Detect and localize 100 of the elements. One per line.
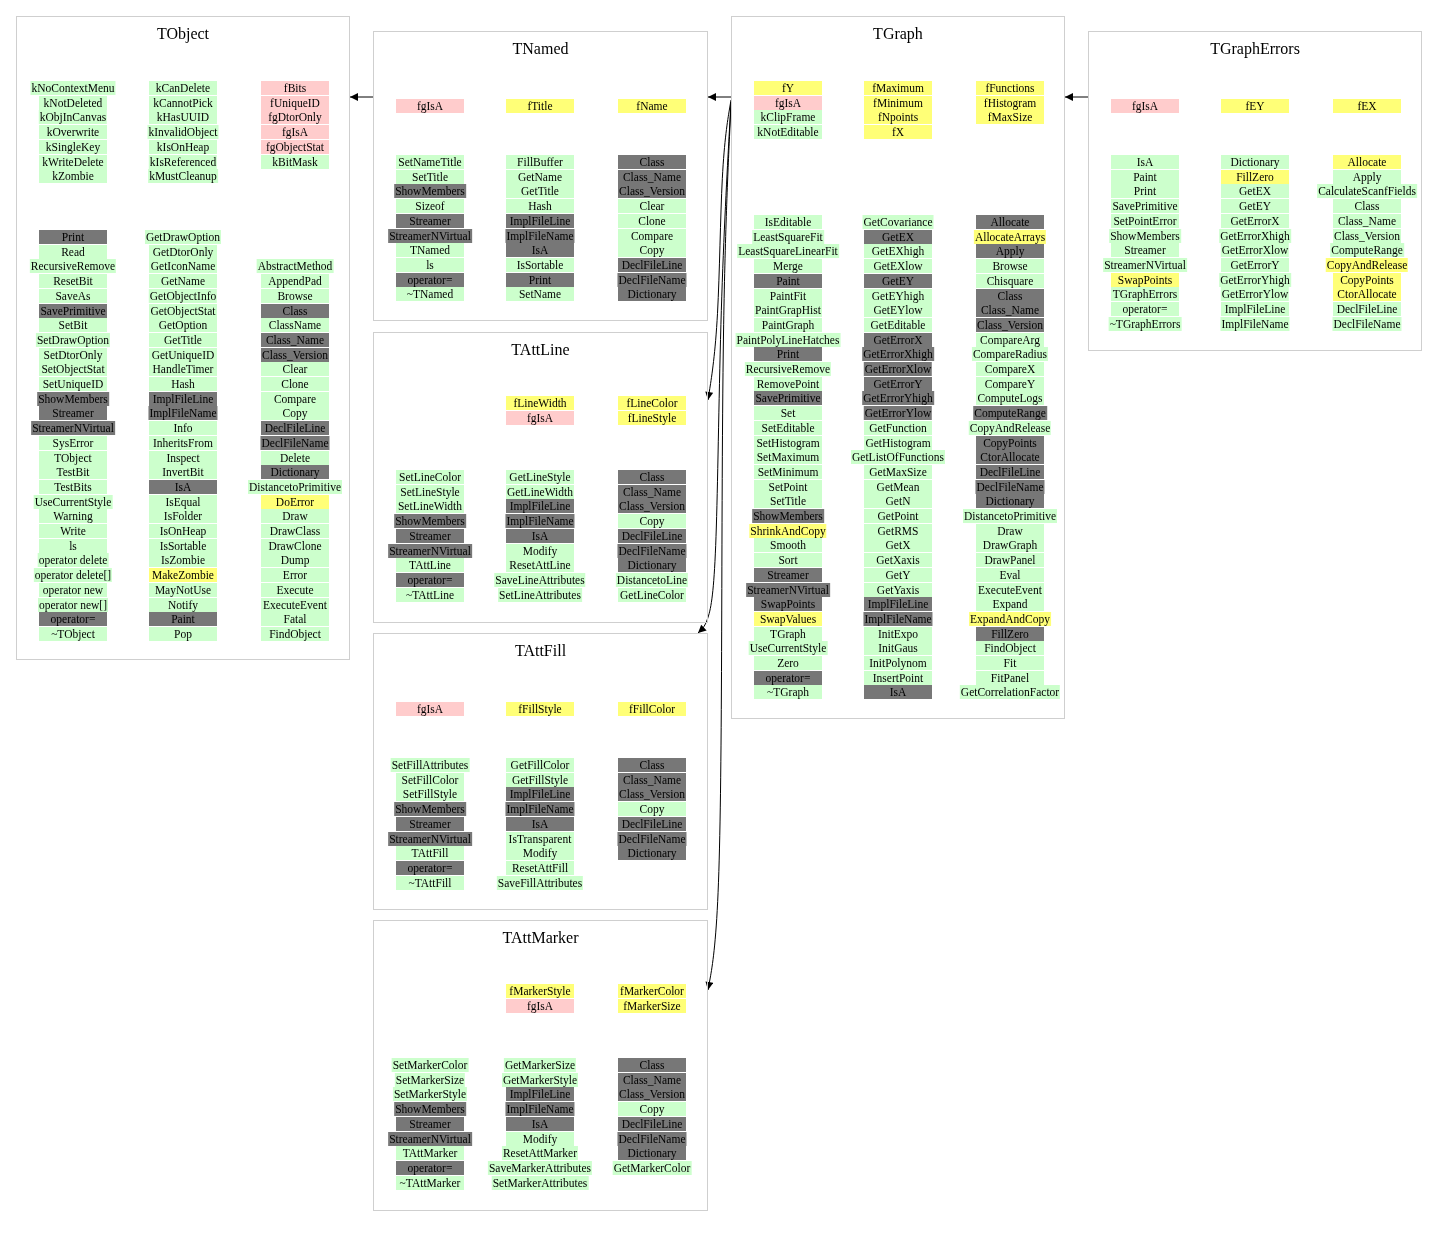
method-entry: DrawPanel: [976, 553, 1044, 568]
method-entry: Dictionary: [261, 465, 329, 480]
method-entry: FindObject: [976, 641, 1044, 656]
method-entry: PaintGrapHist: [754, 303, 822, 318]
method-entry: GetName: [149, 274, 217, 289]
method-entry: SaveLineAttributes: [494, 572, 586, 587]
method-entry: GetEX: [1221, 184, 1289, 199]
method-entry: ExecuteEvent: [976, 582, 1044, 597]
method-entry: Class_Version: [976, 317, 1044, 332]
data-member: kSingleKey: [39, 139, 107, 154]
method-entry: SetMaximum: [754, 450, 822, 465]
method-entry: TGraphErrors: [1111, 287, 1179, 302]
method-entry: IsEditable: [754, 215, 822, 229]
method-entry: SetMarkerStyle: [392, 1087, 468, 1102]
method-entry: ImplFileName: [505, 802, 575, 817]
method-entry: TestBits: [39, 479, 107, 494]
method-entry: DeclFileName: [617, 831, 687, 846]
method-entry: Streamer: [396, 1116, 464, 1131]
method-entry: CtorAllocate: [976, 450, 1044, 465]
method-entry: Eval: [976, 567, 1044, 582]
method-entry: DeclFileLine: [618, 816, 686, 831]
method-entry: ImplFileLine: [506, 787, 574, 802]
method-entry: GetY: [864, 567, 932, 582]
method-entry: FillZero: [1221, 169, 1289, 184]
method-entry: SetLineStyle: [396, 484, 464, 499]
method-entry: Copy: [618, 1102, 686, 1117]
method-entry: IsSortable: [506, 257, 574, 272]
class-box: [731, 16, 1065, 719]
method-entry: Class_Name: [618, 484, 686, 499]
class-box: [373, 633, 708, 910]
method-entry: TestBit: [39, 465, 107, 480]
method-entry: SavePrimitive: [39, 303, 107, 318]
method-entry: GetDrawOption: [144, 230, 222, 244]
method-entry: GetCovariance: [862, 215, 934, 229]
method-entry: ShrinkAndCopy: [749, 523, 827, 538]
data-member: fEX: [1333, 99, 1401, 113]
data-member: fMinimum: [864, 95, 932, 110]
method-entry: Compare: [261, 391, 329, 406]
method-entry: GetMaxSize: [864, 464, 932, 479]
method-entry: operator new[]: [38, 597, 108, 612]
method-entry: CalculateScanfFields: [1317, 184, 1417, 199]
method-entry: Class_Name: [976, 303, 1044, 318]
method-entry: SetMinimum: [754, 464, 822, 479]
method-entry: SetEditable: [754, 420, 822, 435]
method-entry: GetCorrelationFactor: [959, 685, 1061, 700]
method-entry: ImplFileName: [1220, 316, 1290, 331]
data-member: fBits: [261, 81, 329, 95]
method-entry: TAttMarker: [396, 1146, 464, 1161]
method-entry: DeclFileLine: [1333, 302, 1401, 316]
method-entry: CompareRadius: [971, 347, 1049, 362]
data-member: fMarkerColor: [618, 984, 686, 998]
method-entry: Error: [261, 568, 329, 583]
method-entry: ImplFileLine: [506, 213, 574, 228]
method-entry: ExecuteEvent: [261, 597, 329, 612]
method-entry: InitPolynom: [864, 656, 932, 670]
method-entry: IsA: [506, 1116, 574, 1131]
method-entry: CtorAllocate: [1333, 287, 1401, 302]
data-member: fgIsA: [506, 410, 574, 425]
data-member: fEY: [1221, 99, 1289, 113]
method-entry: GetObjectInfo: [148, 288, 218, 303]
method-entry: Inspect: [149, 450, 217, 465]
method-entry: Draw: [261, 509, 329, 524]
method-entry: Class: [618, 758, 686, 772]
class-box: [373, 332, 708, 623]
method-entry: ~TGraphErrors: [1108, 316, 1182, 331]
data-member: fLineStyle: [618, 410, 686, 425]
method-entry: GetEXlow: [864, 259, 932, 274]
method-entry: IsZombie: [149, 553, 217, 568]
method-entry: GetPoint: [864, 509, 932, 523]
method-entry: Streamer: [396, 528, 464, 543]
data-member: fFunctions: [976, 81, 1044, 95]
method-entry: Clone: [261, 377, 329, 391]
method-entry: GetMarkerStyle: [501, 1072, 579, 1087]
method-entry: GetX: [864, 538, 932, 553]
data-member: fFillColor: [618, 702, 686, 716]
method-entry: Modify: [506, 1131, 574, 1146]
data-member: fMarkerSize: [618, 998, 686, 1013]
class-box: [16, 16, 350, 660]
method-entry: Dictionary: [618, 287, 686, 302]
method-entry: SaveAs: [39, 288, 107, 303]
method-entry: Paint: [754, 273, 822, 288]
method-entry: SetMarkerColor: [391, 1058, 469, 1072]
method-entry: GetFillStyle: [506, 772, 574, 787]
method-entry: CompareX: [976, 362, 1044, 376]
method-entry: SetMarkerSize: [394, 1072, 466, 1087]
method-entry: Streamer: [39, 406, 107, 421]
method-entry: ImplFileName: [863, 611, 933, 626]
method-entry: ShowMembers: [394, 1102, 466, 1117]
method-entry: Smooth: [754, 538, 822, 553]
data-member: fgIsA: [754, 95, 822, 110]
method-entry: operator=: [396, 572, 464, 587]
method-entry: Class_Name: [618, 772, 686, 787]
method-entry: ComputeRange: [973, 406, 1047, 421]
method-entry: Dictionary: [618, 558, 686, 573]
method-entry: GetEYhigh: [864, 288, 932, 303]
method-entry: InvertBit: [149, 465, 217, 480]
method-entry: GetErrorX: [1221, 213, 1289, 228]
method-entry: DeclFileLine: [618, 528, 686, 543]
method-entry: InsertPoint: [864, 670, 932, 685]
method-entry: GetErrorXlow: [1220, 243, 1290, 258]
